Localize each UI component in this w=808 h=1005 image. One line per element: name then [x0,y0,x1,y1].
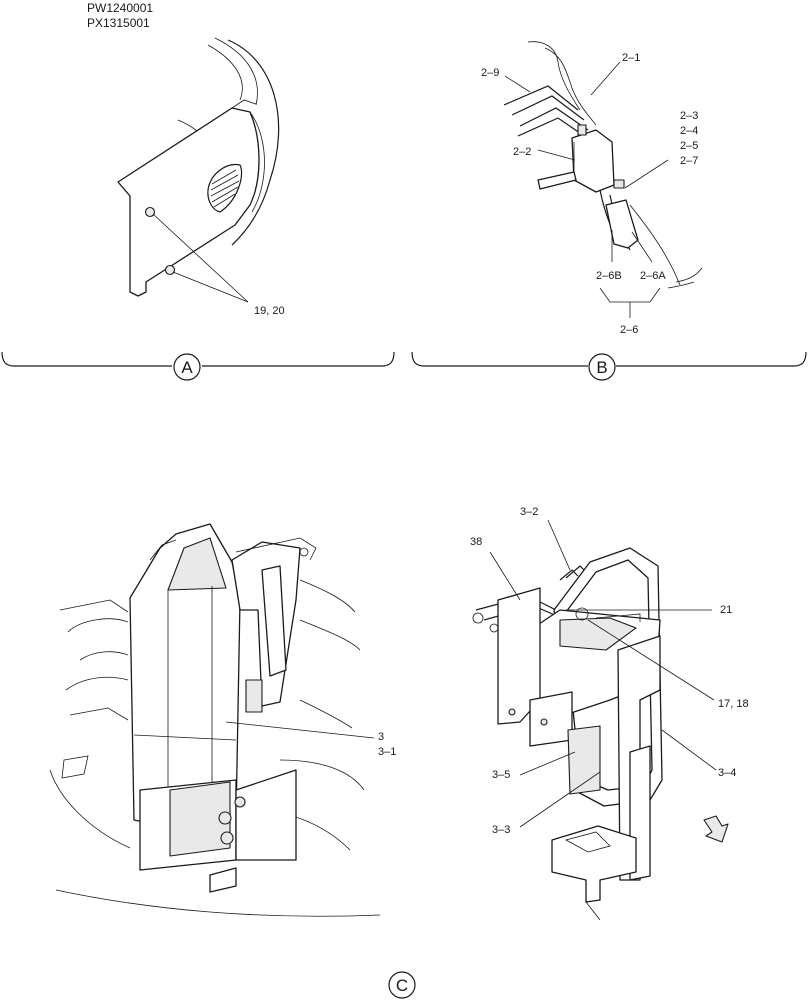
view-marker-b [588,353,616,381]
callout-2-7: 2–7 [680,155,698,167]
view-c-left-illustration [49,523,381,917]
direction-arrow-icon [703,815,729,843]
callout-3-1: 3–1 [378,746,396,758]
callout-17-18: 17, 18 [718,698,749,710]
callout-2-2: 2–2 [513,146,531,158]
callout-38: 38 [470,536,482,548]
callout-3: 3 [378,731,384,743]
bolt [164,264,176,276]
section-bracket-b: B [411,351,807,381]
callout-2-4: 2–4 [680,125,698,137]
callout-19-20: 19, 20 [254,305,285,317]
vent-grille [207,163,243,213]
callout-2-6: 2–6 [620,324,638,336]
bolt [144,206,156,218]
callout-2-6a: 2–6A [640,270,666,282]
callout-3-5: 3–5 [492,769,510,781]
callout-2-6b: 2–6B [596,270,622,282]
view-a-illustration [117,37,280,303]
section-bracket-a: A [1,351,395,381]
model-code-1: PW1240001 [87,1,153,15]
callout-2-3: 2–3 [680,110,698,122]
view-b-illustration [503,41,703,318]
view-c-right-illustration [472,519,717,921]
callout-3-3: 3–3 [492,824,510,836]
view-a-label: A [181,358,193,377]
callout-2-1: 2–1 [622,52,640,64]
callout-3-2: 3–2 [520,506,538,518]
callout-21: 21 [720,604,732,616]
callout-2-9: 2–9 [481,67,499,79]
view-b-label: B [596,358,607,377]
model-code-2: PX1315001 [87,16,150,30]
view-marker-a [173,353,201,381]
callout-2-5: 2–5 [680,140,698,152]
view-c-label: C [396,976,408,995]
callout-3-4: 3–4 [718,767,736,779]
view-marker-c: C [388,971,416,999]
